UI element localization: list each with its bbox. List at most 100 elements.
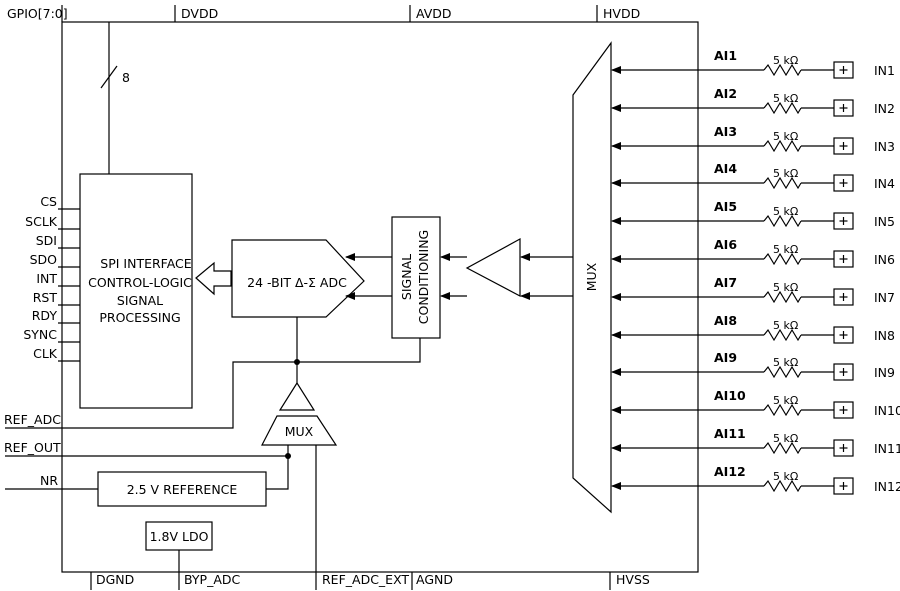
pin-sdo: SDO	[30, 252, 58, 267]
input-terminal	[833, 439, 854, 457]
spi-label-3: SIGNAL	[117, 293, 163, 308]
ref-buffer	[278, 381, 316, 411]
resistor	[763, 176, 802, 190]
channel-ai-label: AI12	[714, 464, 746, 479]
ref-adc-wire	[5, 361, 297, 429]
channel-ai-label: AI6	[714, 237, 737, 252]
channel-in-label: IN2	[874, 101, 895, 116]
channel-ai-label: AI9	[714, 350, 737, 365]
channel-ai-label: AI10	[714, 388, 746, 403]
input-terminal	[833, 99, 854, 117]
channel-ai-label: AI7	[714, 275, 737, 290]
pin-rdy: RDY	[32, 308, 58, 323]
resistor-value-label: 5 kΩ	[773, 470, 798, 483]
channel-ai-label: AI5	[714, 199, 737, 214]
input-terminal	[833, 326, 854, 344]
pin-sync: SYNC	[23, 327, 57, 342]
resistor-value-label: 5 kΩ	[773, 130, 798, 143]
channel-in-label: IN12	[874, 479, 900, 494]
resistor	[763, 328, 802, 342]
channel-ai-label: AI2	[714, 86, 737, 101]
adc-label: 24 -BIT Δ-Σ ADC	[247, 275, 347, 290]
pin-avdd: AVDD	[416, 6, 452, 21]
channel-ai-label: AI4	[714, 161, 737, 176]
spi-label-2: CONTROL-LOGIC	[88, 275, 192, 290]
top-pins: GPIO[7:0] DVDD AVDD HVDD	[7, 5, 640, 22]
pin-ref-out: REF_OUT	[4, 440, 61, 455]
input-terminal	[833, 250, 854, 268]
sc-ref-wire	[297, 338, 421, 363]
ref-mux-label: MUX	[285, 424, 314, 439]
pin-byp-adc: BYP_ADC	[184, 572, 240, 587]
pin-agnd: AGND	[416, 572, 453, 587]
resistor	[763, 139, 802, 153]
channel-in-label: IN4	[874, 176, 895, 191]
pin-ref-adc-ext: REF_ADC_EXT	[322, 572, 409, 587]
reference-label: 2.5 V REFERENCE	[127, 482, 238, 497]
main-mux	[572, 41, 612, 514]
pin-clk: CLK	[33, 346, 58, 361]
input-terminal	[833, 137, 854, 155]
pin-gpio: GPIO[7:0]	[7, 6, 68, 21]
resistor-value-label: 5 kΩ	[773, 92, 798, 105]
channel-in-label: IN3	[874, 139, 895, 154]
pin-hvdd: HVDD	[603, 6, 640, 21]
pin-dvdd: DVDD	[181, 6, 218, 21]
resistor-value-label: 5 kΩ	[773, 281, 798, 294]
resistor	[763, 214, 802, 228]
pin-rst: RST	[33, 290, 58, 305]
resistor	[763, 290, 802, 304]
pin-hvss: HVSS	[616, 572, 650, 587]
pin-dgnd: DGND	[96, 572, 134, 587]
pin-cs: CS	[40, 194, 57, 209]
bus-width-label: 8	[122, 70, 130, 85]
ldo-label: 1.8V LDO	[150, 529, 209, 544]
sc-label-1: SIGNAL	[399, 254, 414, 300]
resistor	[763, 63, 802, 77]
input-terminal	[833, 61, 854, 79]
resistor	[763, 403, 802, 417]
pin-int: INT	[36, 271, 57, 286]
input-terminal	[833, 401, 854, 419]
signal-conditioning-block	[391, 216, 441, 339]
pin-nr: NR	[40, 473, 58, 488]
spi-control-block	[79, 173, 193, 409]
pin-sclk: SCLK	[25, 214, 58, 229]
resistor-value-label: 5 kΩ	[773, 205, 798, 218]
resistor	[763, 441, 802, 455]
channel-in-label: IN6	[874, 252, 895, 267]
input-terminal	[833, 288, 854, 306]
channel-in-label: IN7	[874, 290, 895, 305]
channel-ai-label: AI1	[714, 48, 737, 63]
resistor-value-label: 5 kΩ	[773, 243, 798, 256]
resistor	[763, 252, 802, 266]
bus-slash	[100, 65, 118, 89]
ref-out-to-ref-wire	[266, 456, 289, 490]
pin-sdi: SDI	[36, 233, 57, 248]
channel-ai-label: AI8	[714, 313, 737, 328]
channel-ai-label: AI3	[714, 124, 737, 139]
input-terminal	[833, 174, 854, 192]
resistor-value-label: 5 kΩ	[773, 356, 798, 369]
channel-in-label: IN1	[874, 63, 895, 78]
spi-pins: CS SCLK SDI SDO INT RST RDY SYNC CLK	[23, 194, 80, 362]
resistor-value-label: 5 kΩ	[773, 167, 798, 180]
resistor-value-label: 5 kΩ	[773, 54, 798, 67]
channel-ai-label: AI11	[714, 426, 746, 441]
channel-in-label: IN5	[874, 214, 895, 229]
input-terminal	[833, 212, 854, 230]
channel-in-label: IN10	[874, 403, 900, 418]
resistor	[763, 479, 802, 493]
sc-label-2: CONDITIONING	[416, 230, 431, 324]
pin-ref-adc: REF_ADC	[4, 412, 61, 427]
channel-in-label: IN11	[874, 441, 900, 456]
resistor	[763, 101, 802, 115]
hollow-arrow	[195, 261, 232, 296]
resistor-value-label: 5 kΩ	[773, 319, 798, 332]
main-mux-label: MUX	[584, 262, 599, 291]
spi-label-1: SPI INTERFACE	[100, 256, 191, 271]
buffer-amplifier	[465, 237, 521, 297]
resistor-value-label: 5 kΩ	[773, 394, 798, 407]
